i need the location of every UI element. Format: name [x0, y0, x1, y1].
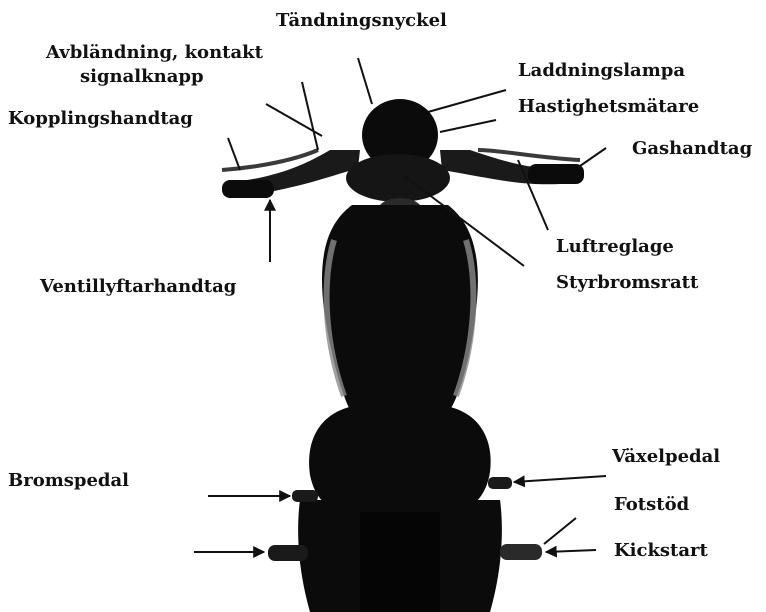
grip-left: [222, 180, 274, 198]
leader-avblandning: [302, 82, 318, 150]
grip-right: [528, 164, 584, 184]
gear-pedal: [488, 477, 512, 489]
label-kopplingshandtag: Kopplingshandtag: [8, 108, 193, 129]
label-gashandtag: Gashandtag: [632, 138, 753, 159]
label-vaxelpedal: Växelpedal: [611, 446, 720, 467]
leader-tandningsnyckel: [358, 58, 372, 104]
leader-laddningslampa: [428, 90, 506, 112]
label-styrbromsratt: Styrbromsratt: [556, 272, 699, 293]
leader-vaxelpedal: [514, 476, 606, 482]
label-bromspedal: Bromspedal: [8, 470, 129, 491]
leader-avblandning-2: [266, 104, 322, 136]
seat: [309, 405, 491, 514]
steering-head: [346, 154, 450, 202]
fuel-tank: [322, 205, 478, 410]
leader-gashandtag: [580, 148, 606, 166]
footrest-left: [268, 545, 308, 561]
label-luftreglage: Luftreglage: [556, 236, 674, 257]
label-avblandning-line1: Avbländning, kontakt: [45, 42, 264, 63]
label-fotstod: Fotstöd: [614, 494, 690, 515]
leader-hastighetsmatare: [440, 120, 496, 132]
brake-pedal: [292, 490, 318, 502]
leader-kopplingshandtag: [228, 138, 240, 170]
label-kickstart: Kickstart: [614, 540, 709, 561]
motorcycle-silhouette: [222, 99, 584, 612]
leader-kickstart: [546, 550, 596, 552]
label-tandningsnyckel: Tändningsnyckel: [276, 10, 447, 31]
footrest-right: [500, 544, 542, 560]
label-ventillyftarhandtag: Ventillyftarhandtag: [39, 276, 237, 297]
leader-fotstod: [544, 518, 576, 544]
label-laddningslampa: Laddningslampa: [518, 60, 685, 81]
rear-wheel: [360, 512, 440, 612]
label-hastighetsmatare: Hastighetsmätare: [518, 96, 699, 117]
label-avblandning-line2: signalknapp: [80, 66, 204, 87]
